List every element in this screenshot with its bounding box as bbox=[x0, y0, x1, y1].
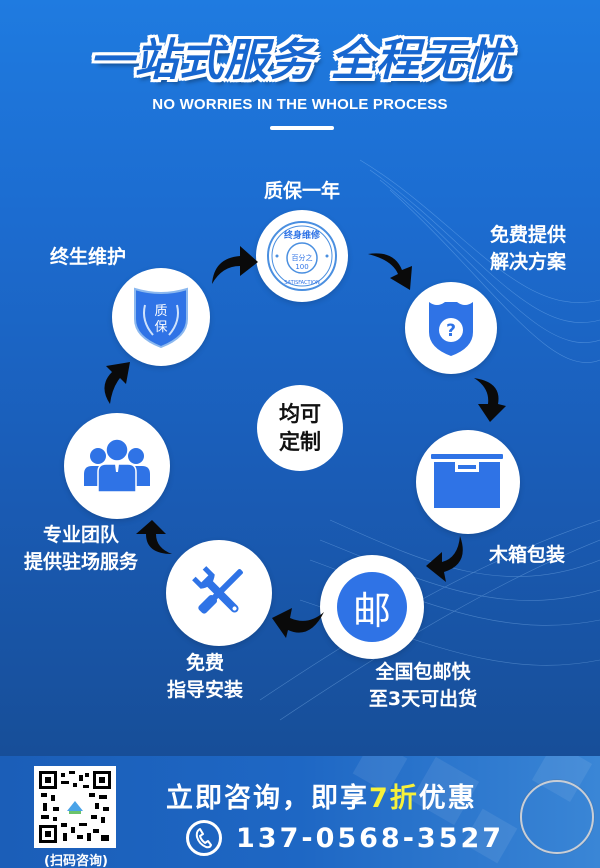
svg-text:终身维修: 终身维修 bbox=[283, 229, 321, 241]
step-label-text: 质保一年 bbox=[263, 180, 340, 202]
box-icon bbox=[431, 454, 503, 508]
mail-icon: 邮 bbox=[337, 572, 407, 642]
qr-code[interactable] bbox=[34, 766, 116, 848]
page-title: 一站式服务 全程无忧 bbox=[89, 35, 511, 86]
svg-text:百分之: 百分之 bbox=[292, 253, 313, 262]
page-subtitle: NO WORRIES IN THE WHOLE PROCESS bbox=[152, 96, 448, 113]
center-text-line: 均可 bbox=[279, 402, 321, 426]
stamp-icon: 终身维修 百分之 100 SATISFACTION bbox=[267, 221, 337, 291]
center-customizable-badge: 均可 定制 bbox=[257, 385, 343, 471]
curved-arrow-icon bbox=[368, 253, 412, 290]
metal-ring-product-image bbox=[520, 780, 594, 854]
team-icon bbox=[84, 438, 150, 493]
step-label-maintenance: 终生维护 bbox=[50, 244, 126, 271]
promo-suffix: 优惠 bbox=[418, 783, 477, 814]
title-divider bbox=[270, 126, 334, 130]
step-circle-team bbox=[64, 413, 170, 519]
curved-arrow-icon bbox=[426, 536, 463, 582]
step-label-solution: 免费提供 解决方案 bbox=[490, 222, 566, 276]
step-label-text: 免费提供 bbox=[490, 224, 567, 246]
svg-text:质: 质 bbox=[154, 304, 167, 319]
step-label-text: 全国包邮快 bbox=[375, 661, 471, 683]
step-circle-solution: ? bbox=[405, 282, 497, 374]
svg-text:保: 保 bbox=[154, 320, 167, 335]
qr-code-icon bbox=[39, 771, 111, 843]
mail-icon-glyph: 邮 bbox=[352, 588, 391, 633]
curved-arrow-icon bbox=[474, 378, 506, 422]
phone-contact[interactable]: 137-0568-3527 bbox=[186, 820, 504, 856]
svg-text:?: ? bbox=[446, 321, 456, 341]
step-label-text: 指导安装 bbox=[166, 679, 243, 701]
step-label-text: 免费 bbox=[185, 652, 224, 674]
step-label-installation: 免费 指导安装 bbox=[150, 650, 260, 704]
question-shield-icon: ? bbox=[429, 302, 473, 356]
step-label-text: 至3天可出货 bbox=[368, 688, 478, 710]
curved-arrow-icon bbox=[212, 246, 258, 284]
step-label-text: 终生维护 bbox=[50, 246, 127, 268]
step-label-text: 木箱包装 bbox=[489, 544, 566, 566]
promo-prefix: 立即咨询，即享 bbox=[166, 783, 369, 814]
step-label-team: 专业团队 提供驻场服务 bbox=[6, 522, 156, 576]
step-circle-shipping: 邮 bbox=[320, 555, 424, 659]
discount-highlight: 7折 bbox=[369, 783, 419, 814]
phone-number[interactable]: 137-0568-3527 bbox=[236, 822, 505, 854]
step-label-shipping: 全国包邮快 至3天可出货 bbox=[358, 659, 488, 713]
phone-icon bbox=[186, 820, 222, 856]
step-label-text: 提供驻场服务 bbox=[23, 551, 138, 573]
promo-text: 立即咨询，即享7折优惠 bbox=[166, 776, 477, 815]
curved-arrow-icon bbox=[272, 608, 324, 638]
step-circle-warranty: 终身维修 百分之 100 SATISFACTION bbox=[256, 210, 348, 302]
quality-shield-icon: 质 保 bbox=[134, 287, 188, 349]
step-label-text: 解决方案 bbox=[490, 251, 567, 273]
curved-arrow-icon bbox=[104, 362, 130, 404]
step-circle-packaging bbox=[416, 430, 520, 534]
tools-icon bbox=[192, 566, 243, 614]
step-label-packaging: 木箱包装 bbox=[489, 542, 565, 569]
step-circle-maintenance: 质 保 bbox=[112, 268, 210, 366]
contact-footer: (扫码咨询) 立即咨询，即享7折优惠 137-0568-3527 bbox=[0, 756, 600, 868]
step-label-text: 专业团队 bbox=[42, 524, 119, 546]
curved-arrow-icon bbox=[136, 520, 172, 554]
background-wave-pattern bbox=[259, 159, 600, 721]
svg-text:100: 100 bbox=[295, 263, 308, 271]
center-text-line: 定制 bbox=[279, 430, 321, 454]
step-circle-installation bbox=[166, 540, 272, 646]
svg-text:SATISFACTION: SATISFACTION bbox=[284, 280, 320, 286]
qr-caption: (扫码咨询) bbox=[44, 854, 108, 868]
step-label-warranty: 质保一年 bbox=[262, 178, 342, 205]
